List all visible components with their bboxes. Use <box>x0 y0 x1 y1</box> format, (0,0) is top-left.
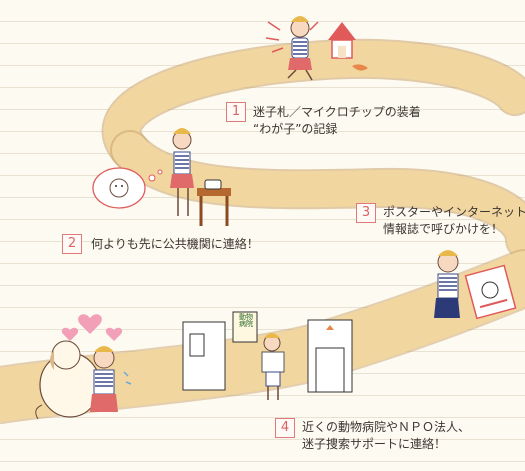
reunion-scene <box>35 314 132 420</box>
phone-scene <box>92 128 231 226</box>
step-2-number: 2 <box>62 234 82 254</box>
step-3-number: 3 <box>356 203 376 223</box>
step-1-number: 1 <box>226 102 246 122</box>
alarm-lines-icon <box>265 21 319 53</box>
sign-char-3: 病 <box>239 320 246 328</box>
sign-char-2: 物 <box>246 313 253 321</box>
carrot-icon <box>352 64 368 71</box>
hearts-icon <box>61 314 123 341</box>
sign-char-4: 院 <box>246 320 253 328</box>
hospital-sign <box>232 311 258 343</box>
poster-icon <box>464 264 517 320</box>
hospital-sign-text: 動物 病院 <box>236 314 256 328</box>
step-1-line-1: 迷子札／マイクロチップの装着 <box>253 105 421 119</box>
step-1-line-2: “わが子”の記録 <box>253 122 338 136</box>
step-3-line-2: 情報誌で呼びかけを！ <box>383 222 504 236</box>
poster-scene <box>434 250 517 320</box>
house-icon <box>328 22 356 59</box>
step-3-line-1: ポスターやインターネット <box>383 205 525 219</box>
step-2-line-1: 何よりも先に公共機関に連絡！ <box>91 237 259 251</box>
phone-icon <box>204 179 222 190</box>
hospital-scene <box>182 311 353 400</box>
step-4-line-2: 迷子捜索サポートに連絡！ <box>302 437 447 451</box>
sign-char-1: 動 <box>239 313 246 321</box>
top-scene <box>265 16 368 81</box>
step-4-number: 4 <box>275 418 295 438</box>
table <box>197 188 231 196</box>
step-4-line-1: 近くの動物病院やＮＰＯ法人、 <box>302 420 471 434</box>
